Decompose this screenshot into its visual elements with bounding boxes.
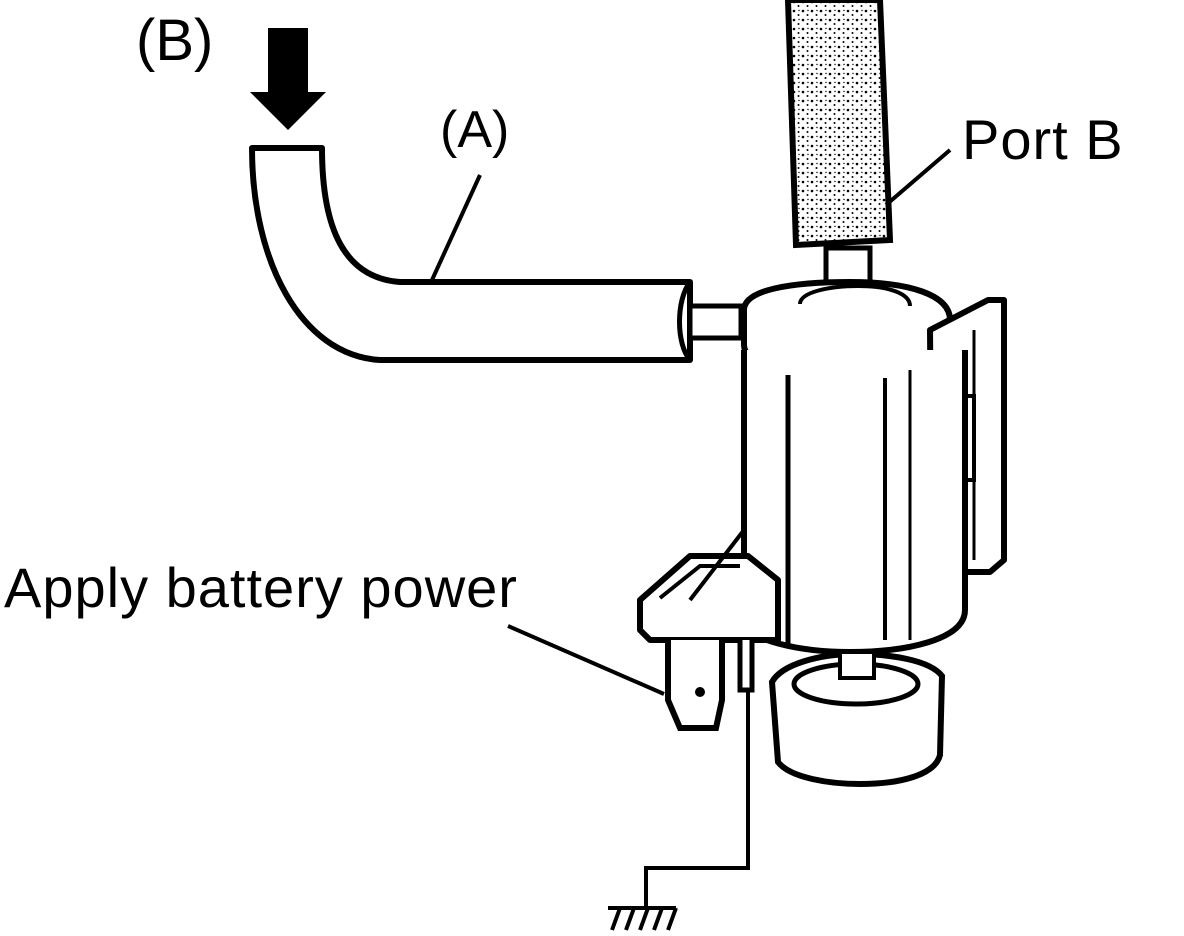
bottom-cylinder [768,650,946,788]
battery-terminal [665,640,725,731]
leader-a [430,174,482,281]
connector-block [637,553,781,643]
label-a: (A) [440,101,510,159]
label-battery-power: Apply battery power [4,556,518,619]
leader-port-b [884,148,952,207]
ground-symbol-icon [608,906,678,931]
ground-wire [644,690,750,906]
leader-battery [507,624,665,696]
arrow-down-icon [250,28,326,130]
port-b-hose [784,0,894,249]
label-b: (B) [136,8,214,73]
hose-a [249,145,693,363]
ground-terminal [737,640,755,693]
label-port-b: Port B [962,108,1124,171]
